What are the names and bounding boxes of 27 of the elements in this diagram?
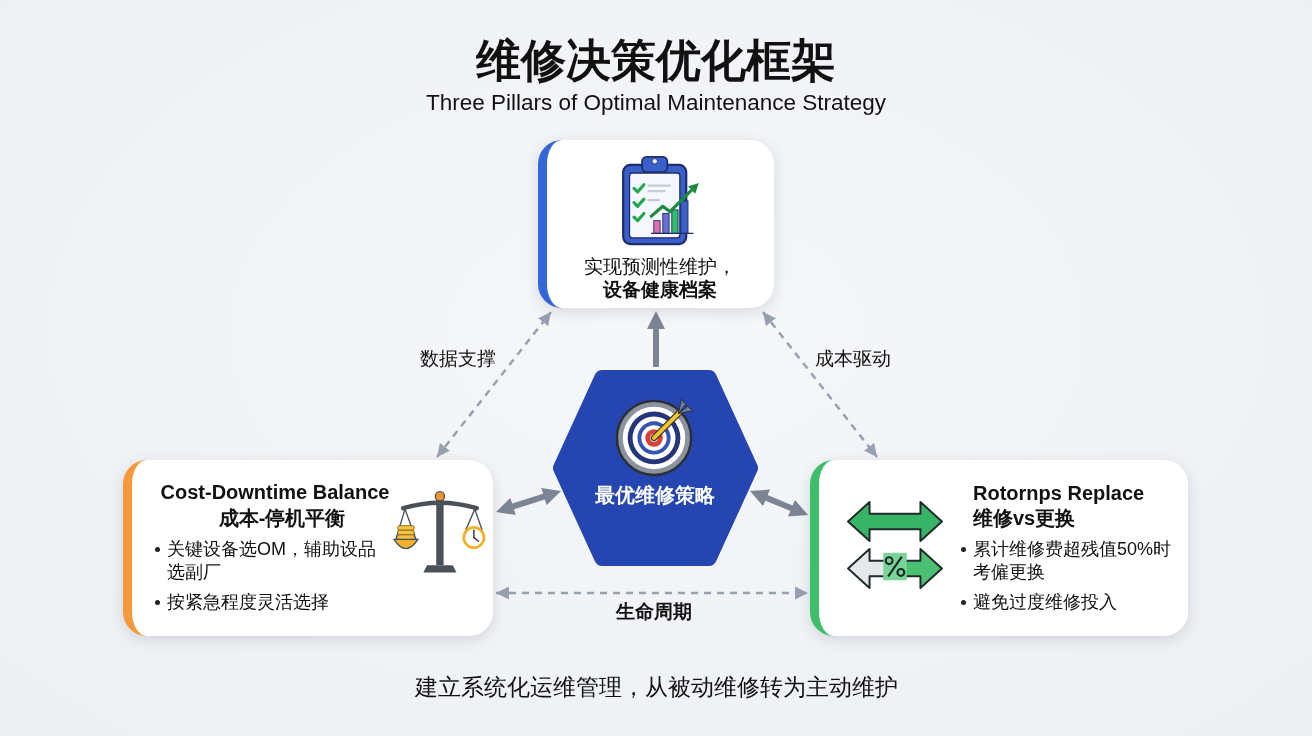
hexagon	[553, 370, 758, 566]
card	[810, 460, 1188, 636]
subtitle: Three Pillars of Optimal Maintenance Strategy	[425, 89, 887, 116]
card	[538, 140, 774, 308]
dashed-arrow	[762, 311, 878, 458]
arrow	[647, 311, 665, 367]
card	[123, 460, 493, 636]
bullet-text: 按紧急程度灵活选择	[167, 591, 329, 614]
card-heading: Rotornps Replace	[973, 481, 1145, 505]
card-heading: 成本-停机平衡	[218, 506, 346, 530]
bullet-text: 累计维修费超残值50%时考僱更换	[973, 538, 1173, 584]
card-heading: Cost-Downtime Balance	[160, 480, 390, 504]
title: 维修决策优化框架	[476, 34, 836, 88]
edge-label: 数据支撑	[420, 348, 496, 371]
arrow	[495, 487, 562, 516]
dashed-arrow	[496, 586, 808, 600]
edge-label: 成本驱动	[815, 348, 891, 371]
node-text: 实现预测性维护，	[584, 256, 736, 279]
node-text: 设备健康档案	[603, 279, 717, 302]
arrow	[748, 488, 810, 518]
dashed-arrow	[436, 311, 552, 458]
bullet-text: 关键设备选OM，辅助设品选副厂	[167, 538, 377, 584]
edge-label: 生命周期	[616, 601, 692, 624]
card-heading: 维修vs更换	[973, 506, 1076, 530]
bullet-text: 避免过度维修投入	[973, 591, 1117, 614]
node-label: 最优维修策略	[595, 483, 715, 507]
caption: 建立系统化运维管理，从被动维修转为主动维护	[414, 674, 898, 701]
